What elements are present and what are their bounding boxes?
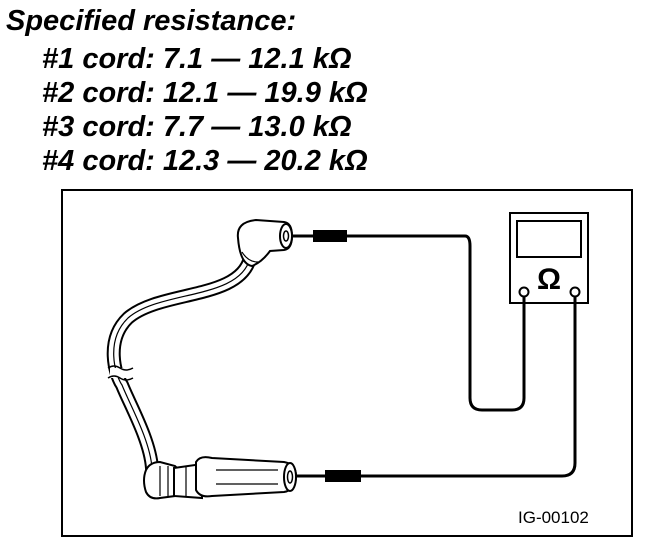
meter-display	[516, 220, 582, 258]
spec-cord-3: #3 cord: 7.7 — 13.0 kΩ	[42, 111, 352, 143]
specified-resistance-block: Specified resistance: #1 cord: 7.1 — 12.…	[0, 0, 672, 177]
spec-heading: Specified resistance:	[6, 5, 297, 37]
diagram-frame	[61, 189, 633, 537]
spark-plug-cord	[106, 251, 257, 475]
cord-end-boot-lower	[143, 456, 298, 500]
spec-cord-4: #4 cord: 12.3 — 20.2 kΩ	[42, 145, 368, 177]
test-lead-lower	[292, 297, 577, 478]
meter-terminal-left	[518, 286, 530, 298]
meter-terminal-right	[569, 286, 581, 298]
cord-end-cap-upper	[236, 218, 294, 268]
probe-clip-lower	[325, 470, 361, 482]
spec-cord-1: #1 cord: 7.1 — 12.1 kΩ	[42, 43, 352, 75]
figure-code: IG-00102	[518, 508, 589, 527]
meter-ohm-symbol: Ω	[537, 263, 561, 296]
spec-cord-2: #2 cord: 12.1 — 19.9 kΩ	[42, 77, 368, 109]
test-lead-upper	[292, 234, 526, 412]
ohmmeter-icon: Ω	[509, 212, 589, 304]
probe-clip-upper	[313, 230, 347, 242]
